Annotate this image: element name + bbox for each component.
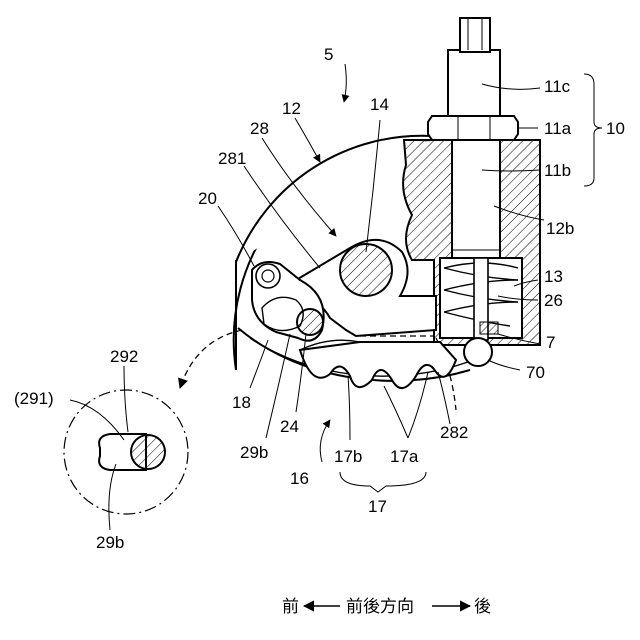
label-70: 70 <box>526 363 545 382</box>
label-14: 14 <box>370 95 389 114</box>
label-13: 13 <box>544 267 563 286</box>
detail-view <box>64 330 242 514</box>
label-11b: 11b <box>544 161 571 180</box>
label-29b-detail: 29b <box>96 533 124 552</box>
label-281: 281 <box>218 149 246 168</box>
direction-indicator: 前 前後方向 後 <box>282 597 491 617</box>
label-26: 26 <box>544 291 563 310</box>
label-29b-main: 29b <box>240 443 268 462</box>
label-28: 28 <box>250 119 269 138</box>
pin-24 <box>297 309 323 335</box>
bore-11b <box>452 140 500 260</box>
label-17b: 17b <box>334 447 362 466</box>
label-282: 282 <box>440 423 468 442</box>
shaft-top-stem <box>460 18 490 52</box>
label-11a: 11a <box>544 119 572 138</box>
label-12b: 12b <box>546 219 574 238</box>
nut-11a <box>428 116 518 140</box>
direction-rear-label: 後 <box>474 597 491 617</box>
label-12: 12 <box>282 99 301 118</box>
label-24: 24 <box>280 417 299 436</box>
label-20: 20 <box>198 189 217 208</box>
detail-pin-section <box>131 435 165 469</box>
label-291: (291) <box>14 389 54 408</box>
label-11c: 11c <box>544 77 571 96</box>
label-17: 17 <box>368 497 387 516</box>
label-7: 7 <box>546 333 555 352</box>
direction-front-label: 前 <box>282 597 299 617</box>
shaft-11c <box>448 50 500 116</box>
label-17a: 17a <box>390 447 419 466</box>
ball-70 <box>464 338 492 366</box>
label-16: 16 <box>290 469 309 488</box>
rotor-outer-arc <box>236 136 432 262</box>
direction-axis-label: 前後方向 <box>346 597 414 617</box>
label-292: 292 <box>110 347 138 366</box>
label-18: 18 <box>232 393 251 412</box>
label-5: 5 <box>324 45 333 64</box>
label-10: 10 <box>606 119 625 138</box>
